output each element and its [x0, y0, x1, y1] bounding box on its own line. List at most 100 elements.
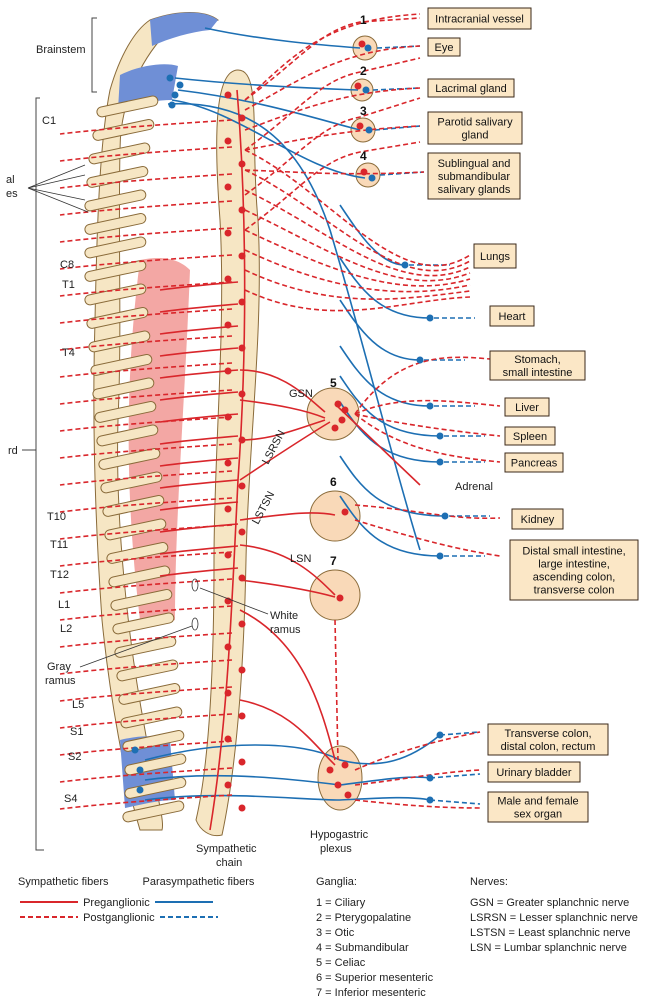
sympathetic-postganglionic-fiber — [245, 290, 470, 311]
brainstem-label: Brainstem — [36, 44, 86, 56]
ganglia-legend-title: Ganglia: — [316, 875, 433, 890]
synapse-dot — [225, 506, 232, 513]
vertebra-label-t1: T1 — [62, 279, 75, 291]
nerves-legend-title: Nerves: — [470, 875, 638, 890]
organ-label: Heart — [499, 311, 526, 323]
organ-label: Lungs — [480, 251, 510, 263]
synapse-dot — [337, 595, 344, 602]
sympathetic-postganglionic-fiber — [245, 230, 470, 286]
organ-label: small intestine — [503, 367, 573, 379]
synapse-dot — [342, 762, 349, 769]
vertebra-label-t11: T11 — [50, 539, 68, 551]
spleen-box: Spleen — [505, 427, 555, 445]
synapse-dot — [132, 747, 139, 754]
lungs-box: Lungs — [474, 244, 516, 268]
synapse-dot — [239, 759, 246, 766]
white-ramus-label-line1: White — [270, 610, 298, 622]
legend-parasympathetic-title: Parasympathetic fibers — [142, 876, 254, 888]
organ-label: Parotid salivary — [437, 117, 513, 129]
vertebra-label-s4: S4 — [64, 793, 77, 805]
parasympathetic-preganglionic-fiber — [172, 100, 365, 178]
synapse-dot — [167, 75, 174, 82]
synapse-dot — [427, 797, 434, 804]
vagus-branch — [340, 258, 430, 318]
ganglia-legend: Ganglia: 1 = Ciliary 2 = Pterygopalatine… — [316, 875, 433, 1001]
organ-label: submandibular — [438, 171, 510, 183]
lstsn-label: LSTSN — [250, 489, 277, 526]
organ-label: Kidney — [521, 514, 555, 526]
organ-label: Lacrimal gland — [435, 83, 507, 95]
organ-label: Spleen — [513, 431, 547, 443]
synapse-dot — [239, 391, 246, 398]
synapse-dot — [239, 529, 246, 536]
synapse-dot — [225, 644, 232, 651]
organ-label: Intracranial vessel — [435, 14, 524, 26]
adrenal-label: Adrenal — [455, 481, 493, 493]
synapse-dot — [417, 357, 424, 364]
vertebra-label-l2: L2 — [60, 623, 72, 635]
synapse-dot — [225, 736, 232, 743]
organ-label: distal colon, rectum — [501, 741, 596, 753]
vertebra-label-s2: S2 — [68, 751, 81, 763]
synapse-dot — [437, 732, 444, 739]
organ-label: Pancreas — [511, 458, 558, 470]
organ-label: Male and female — [497, 796, 578, 808]
parasympathetic-postganglionic-fiber — [430, 800, 480, 804]
parasympathetic-postganglionic-fiber — [377, 46, 420, 48]
legend-postganglionic: Postganglionic — [83, 912, 155, 924]
gsn-label: GSN — [289, 388, 313, 400]
organ-label: gland — [462, 130, 489, 142]
organ-label: Eye — [435, 42, 454, 54]
postganglionic-parasympathetic-line-icon — [158, 913, 220, 921]
organ-boxes-layer: Intracranial vesselEyeLacrimal glandParo… — [428, 8, 638, 822]
synapse-dot — [361, 169, 368, 176]
sympathetic-postganglionic-fiber — [245, 58, 420, 150]
synapse-dot — [225, 782, 232, 789]
gray-ramus-label-line2: ramus — [45, 675, 76, 687]
preganglionic-sympathetic-line-icon — [18, 898, 80, 906]
synapse-dot — [239, 805, 246, 812]
fiber-legend: Sympathetic fibersParasympathetic fibers… — [18, 875, 254, 926]
synapse-dot — [437, 433, 444, 440]
synapse-dot — [365, 45, 372, 52]
synapse-dot — [239, 621, 246, 628]
ganglion-number-1: 1 — [360, 13, 367, 27]
synapse-dot — [239, 161, 246, 168]
nerves-legend-item: LSRSN = Lesser splanchnic nerve — [470, 911, 638, 926]
ganglion-number-6: 6 — [330, 475, 337, 489]
gray-ramus-fiber — [60, 174, 232, 188]
adrenal-fiber — [335, 404, 420, 485]
vertebra-label-t12: T12 — [50, 569, 69, 581]
organ-label: Liver — [515, 402, 539, 414]
liver-box: Liver — [505, 398, 549, 416]
synapse-dot — [402, 262, 409, 269]
synapse-dot — [427, 775, 434, 782]
ganglia-legend-item: 3 = Otic — [316, 926, 433, 941]
sublingual-gland-box: Sublingual andsubmandibularsalivary glan… — [428, 153, 520, 199]
ganglia-legend-item: 7 = Inferior mesenteric — [316, 986, 433, 1001]
white-ramus-label-line2: ramus — [270, 624, 301, 636]
synapse-dot — [335, 401, 342, 408]
synapse-dot — [169, 102, 176, 109]
pancreas-box: Pancreas — [505, 453, 563, 472]
synapse-dot — [437, 553, 444, 560]
synapse-dot — [363, 87, 370, 94]
synapse-dot — [225, 690, 232, 697]
cranial-nerve-label-fragment-2: es — [6, 188, 18, 200]
sympathetic-postganglionic-fiber — [355, 505, 500, 518]
vertebra-label-l5: L5 — [72, 699, 84, 711]
kidney-box: Kidney — [512, 509, 563, 529]
ganglia-legend-item: 6 = Superior mesenteric — [316, 971, 433, 986]
nerves-legend: Nerves: GSN = Greater splanchnic nerve L… — [470, 875, 638, 956]
synapse-dot — [177, 82, 184, 89]
ganglia-legend-item: 2 = Pterygopalatine — [316, 911, 433, 926]
synapse-dot — [172, 92, 179, 99]
synapse-dot — [225, 368, 232, 375]
sympathetic-postganglionic-fiber — [245, 14, 420, 100]
vertebra-label-c8: C8 — [60, 259, 74, 271]
sympathetic-postganglionic-fiber — [245, 18, 420, 100]
synapse-dot — [225, 276, 232, 283]
gray-ramus-label-line1: Gray — [47, 661, 71, 673]
synapse-dot — [342, 407, 349, 414]
sympathetic-postganglionic-fiber — [355, 414, 500, 462]
